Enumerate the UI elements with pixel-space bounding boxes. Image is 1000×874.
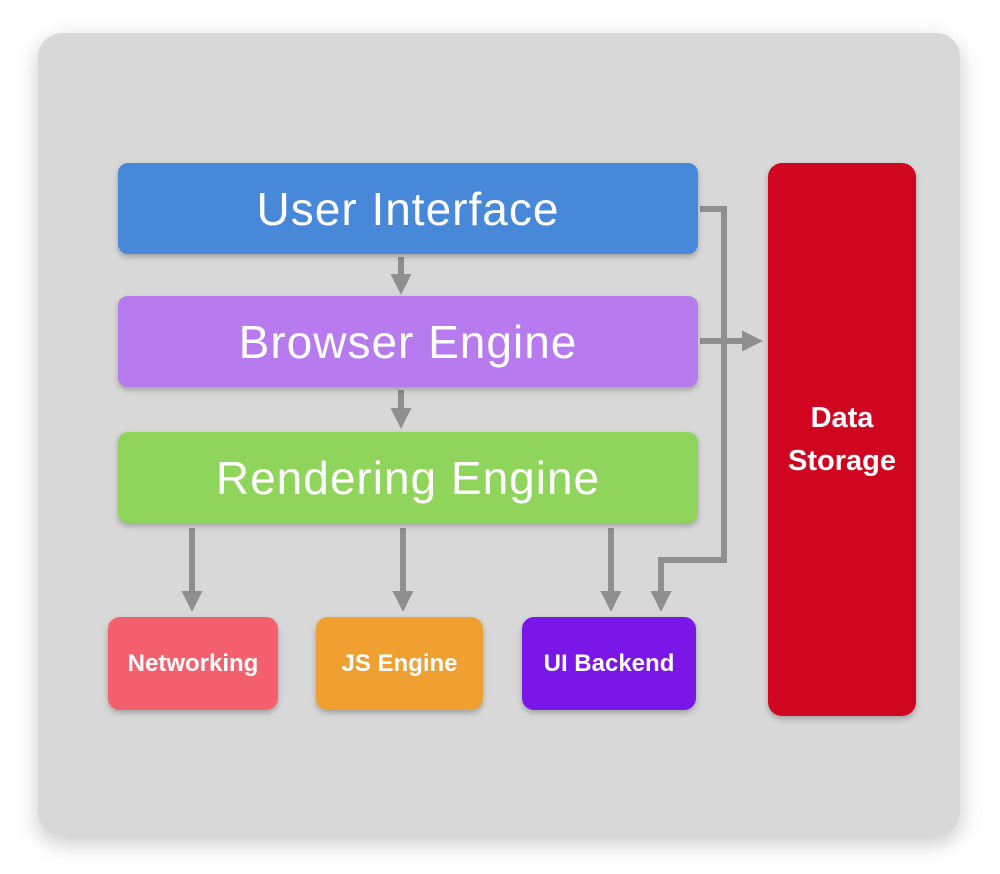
node-ui-backend: UI Backend [522, 617, 696, 710]
node-js-engine-label: JS Engine [341, 649, 458, 677]
node-rendering-engine-label: Rendering Engine [215, 451, 601, 504]
node-ui-backend-label: UI Backend [543, 649, 675, 677]
node-networking: Networking [108, 617, 278, 710]
node-browser-engine: Browser Engine [118, 296, 698, 387]
node-js-engine: JS Engine [316, 617, 483, 710]
node-user-interface: User Interface [118, 163, 698, 254]
node-networking-label: Networking [127, 649, 259, 677]
node-data-storage-label: Data Storage [788, 402, 896, 477]
node-data-storage: Data Storage [768, 163, 916, 716]
node-user-interface-label: User Interface [256, 182, 560, 235]
node-rendering-engine: Rendering Engine [118, 432, 698, 523]
node-browser-engine-label: Browser Engine [238, 315, 578, 368]
